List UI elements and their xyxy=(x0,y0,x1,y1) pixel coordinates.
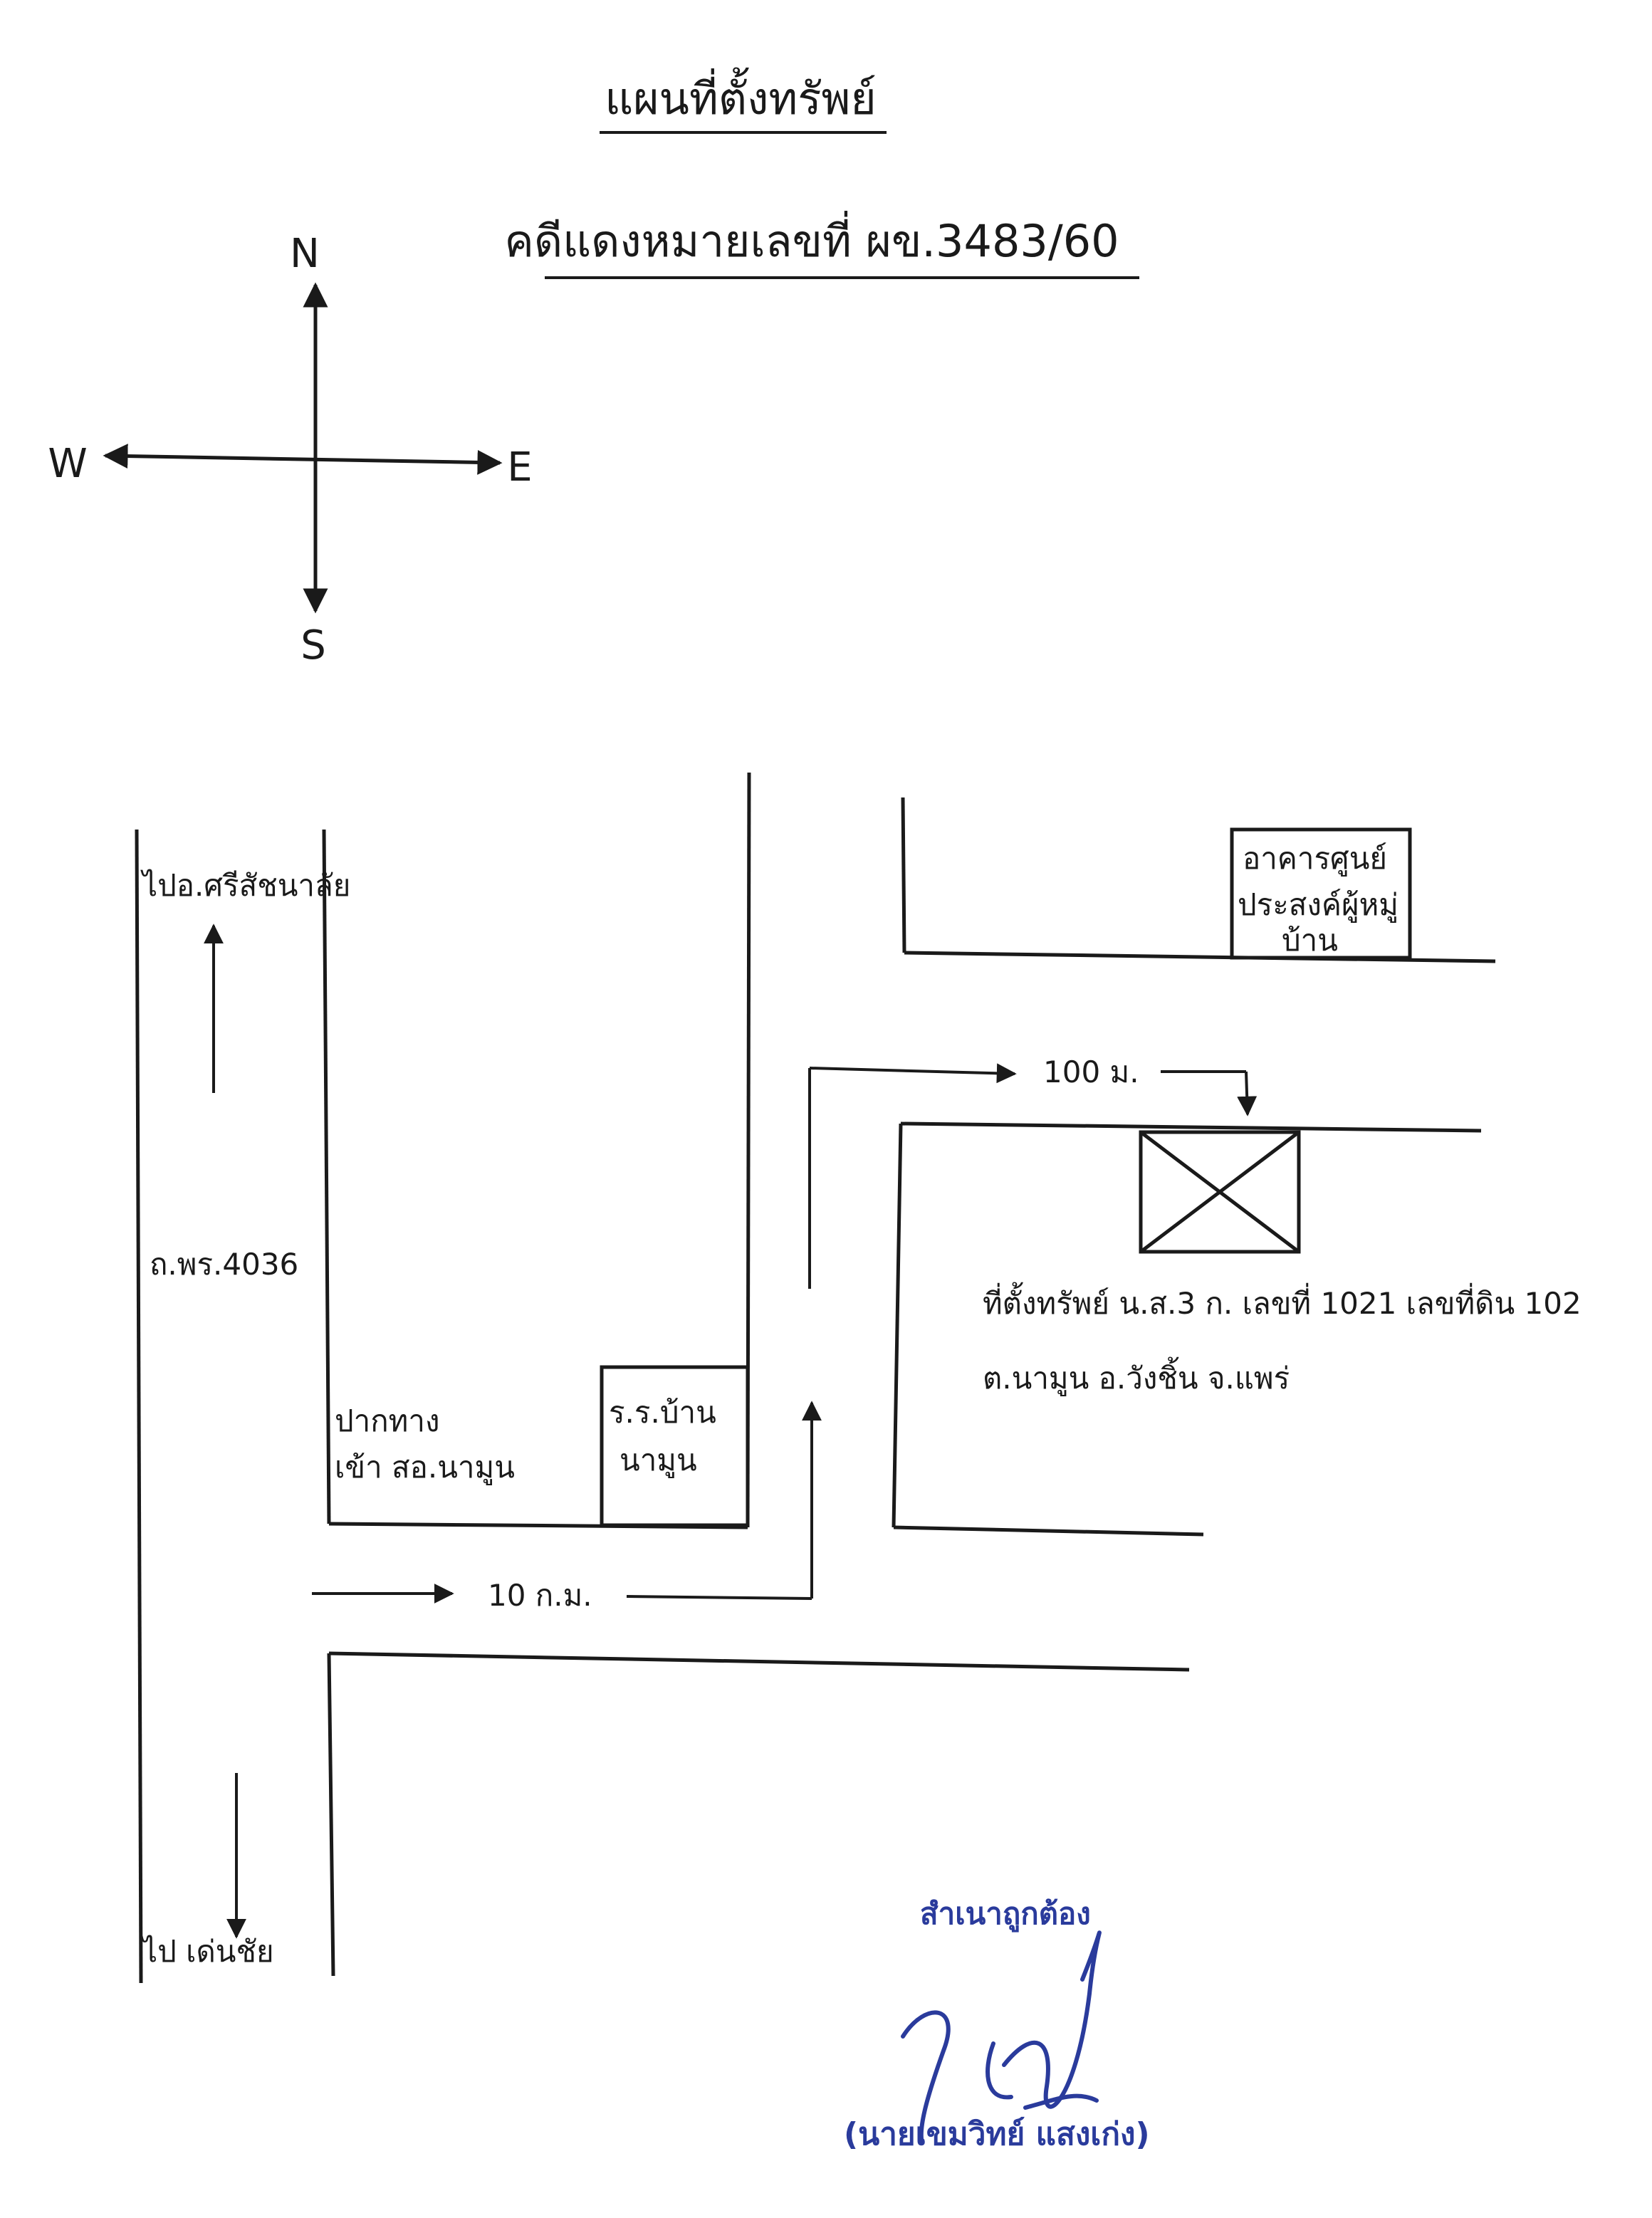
junction-label-line1: ปากทาง xyxy=(335,1403,439,1438)
route-arrows xyxy=(204,924,1258,1939)
signer-name: (นายเขมวิทย์ แสงเก่ง) xyxy=(844,2116,1150,2152)
school-label-line1: ร.ร.บ้าน xyxy=(609,1395,716,1430)
property-label-line2: ต.นามูน อ.วังชิ้น จ.แพร่ xyxy=(983,1356,1290,1396)
compass-north: N xyxy=(290,231,320,277)
upper-side-road xyxy=(901,797,1496,963)
building-label-line2: ประสงค์ผู้หมู่ xyxy=(1238,887,1399,923)
distance-100m-label: 100 ม. xyxy=(1043,1055,1139,1089)
building-label-line3: บ้าน xyxy=(1282,923,1338,958)
property-marker xyxy=(1139,1130,1301,1254)
map-title: แผนที่ตั้งทรัพย์ xyxy=(605,67,876,125)
property-road xyxy=(892,1121,1482,1537)
compass-west: W xyxy=(48,441,87,487)
property-label-line1: ที่ตั้งทรัพย์ น.ส.3 ก. เลขที่ 1021 เลขที… xyxy=(983,1282,1582,1321)
to-si-satchanalai-label: ไปอ.ศรีสัชนาลัย xyxy=(140,868,350,903)
school-label-line2: นามูน xyxy=(620,1443,697,1478)
compass-south: S xyxy=(300,622,326,669)
school-box xyxy=(600,1365,750,1527)
junction-label-line2: เข้า สอ.นามูน xyxy=(335,1450,515,1485)
signature xyxy=(901,1930,1102,2145)
building-label-line1: อาคารศูนย์ xyxy=(1243,841,1387,877)
to-den-chai-label: ไป เด่นชัย xyxy=(140,1934,274,1969)
distance-10km-label: 10 ก.ม. xyxy=(488,1578,592,1613)
compass-east: E xyxy=(507,444,532,491)
case-number: คดีแดงหมายเลขที่ ผข.3483/60 xyxy=(504,211,1119,267)
road-name-label: ถ.พร.4036 xyxy=(150,1247,298,1282)
compass-rose xyxy=(103,282,503,614)
certified-copy-stamp: สำเนาถูกต้อง xyxy=(920,1896,1091,1931)
